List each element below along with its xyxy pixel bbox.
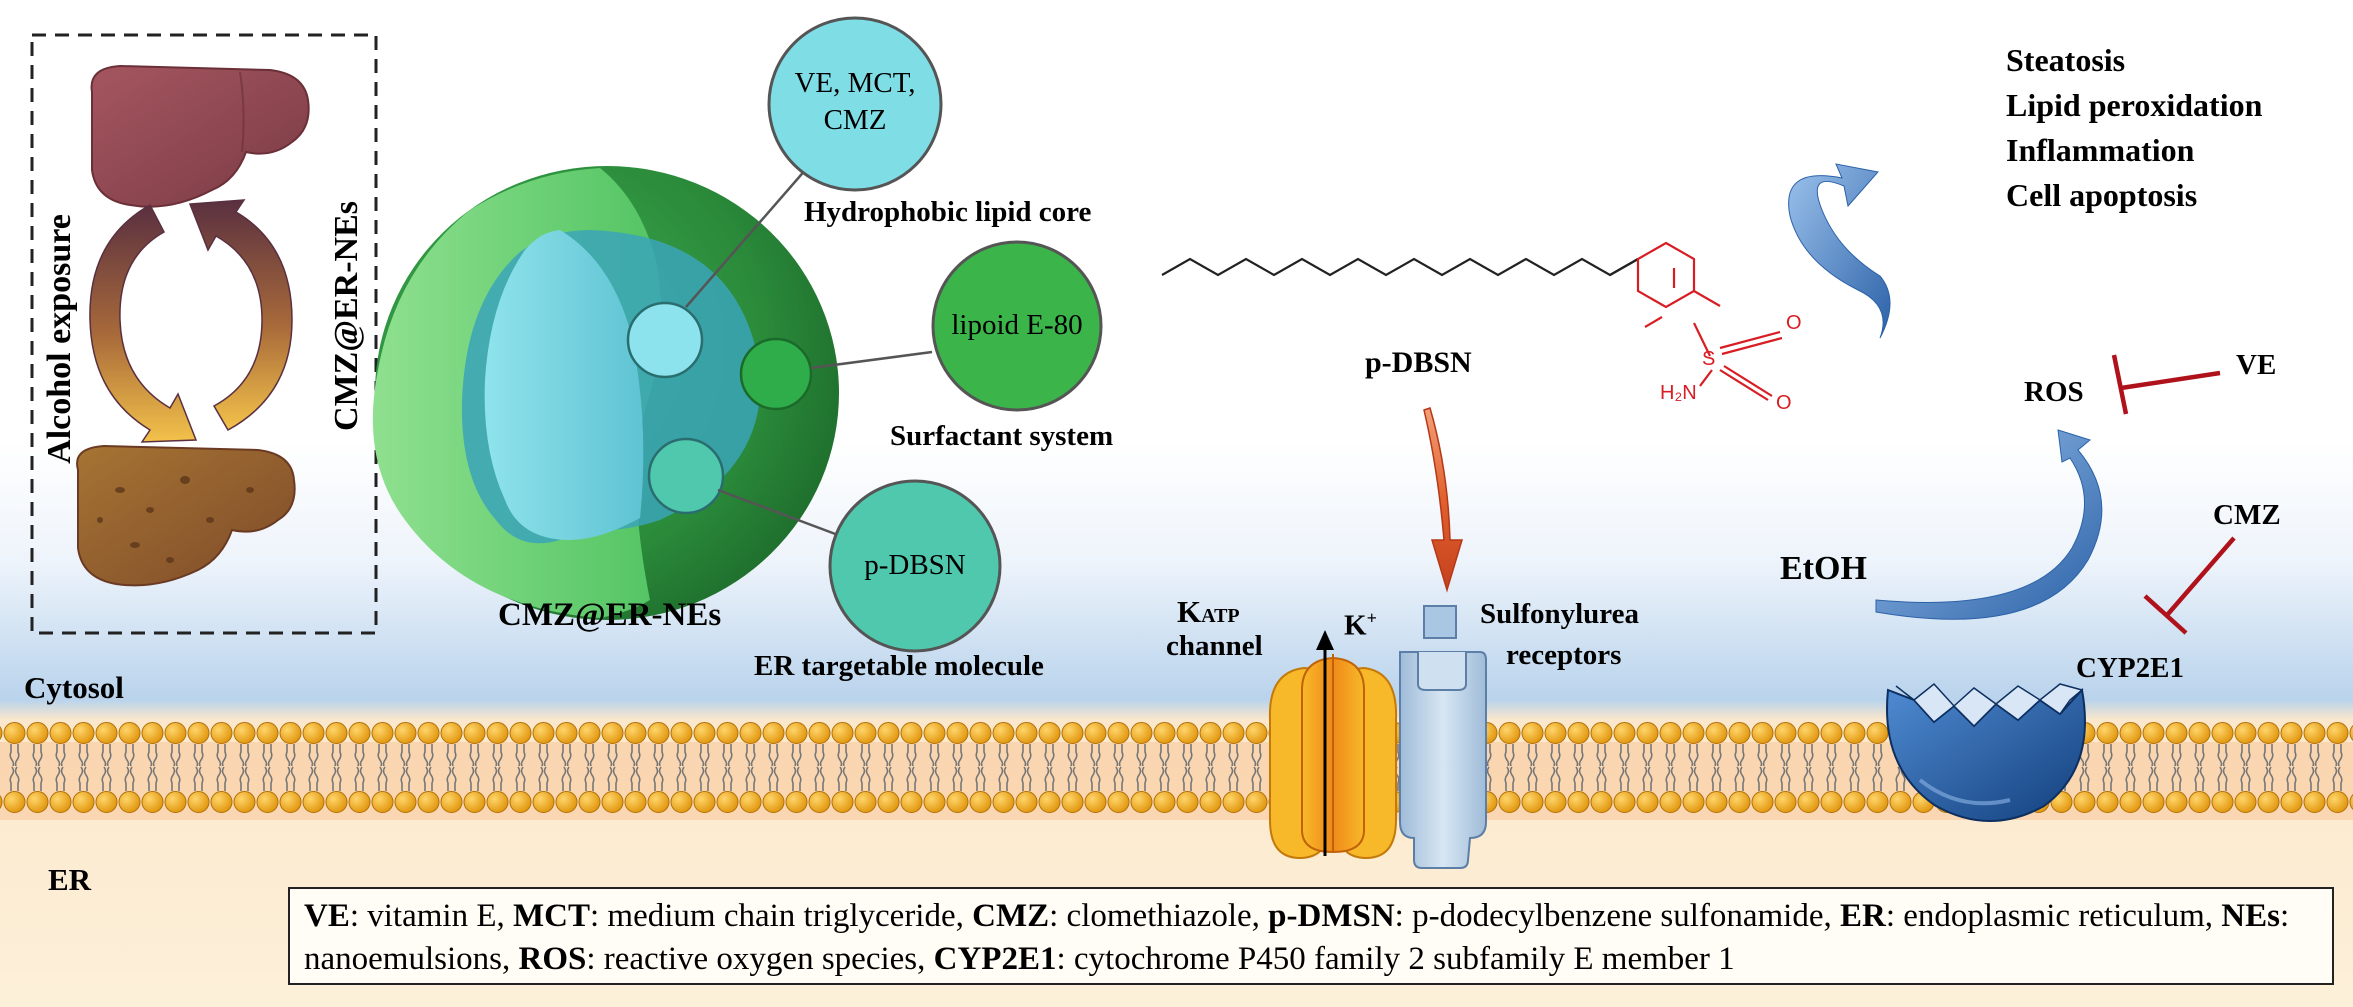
caption-core: Hydrophobic lipid core (804, 196, 1092, 228)
atom-o1: O (1786, 312, 1802, 334)
cytosol-label: Cytosol (24, 670, 124, 705)
outcome-list: Steatosis Lipid peroxidation Inflammatio… (2006, 38, 2262, 218)
c-s-bond (1693, 322, 1711, 357)
s-o-bond-2 (1723, 365, 1773, 397)
liver-panel (30, 33, 378, 635)
alcohol-exposure-arrow-icon (89, 203, 198, 443)
outcome-cell-apoptosis: Cell apoptosis (2006, 177, 2198, 213)
healthy-liver-icon (90, 64, 310, 208)
katp-label-line2: channel (1166, 630, 1263, 662)
outcome-steatosis: Steatosis (2006, 42, 2126, 78)
caption-surfactant: Surfactant system (890, 420, 1114, 452)
ion-label: K+ (1344, 608, 1377, 642)
cyp2e1-enzyme-icon (1886, 682, 2086, 822)
abbreviation-legend: VE: vitamin E, MCT: medium chain triglyc… (288, 887, 2334, 985)
atom-nh2: H₂N (1660, 382, 1697, 404)
s-o-bond-1 (1719, 330, 1781, 350)
outcome-inflammation: Inflammation (2006, 132, 2195, 168)
connector-surfactant (810, 350, 933, 370)
ros-to-outcomes-arrow-icon (1788, 163, 1891, 339)
surfactant-dot (739, 337, 813, 411)
bubble-core-line-2: CMZ (823, 104, 887, 136)
legend-entry: CYP2E1: cytochrome P450 family 2 subfami… (933, 941, 1735, 977)
sulfonylurea-receptor-icon (1399, 605, 1487, 869)
bubble-surfactant-text: lipoid E-80 (951, 309, 1083, 341)
ros-label: ROS (2024, 376, 2084, 408)
cyp2e1-label: CYP2E1 (2076, 652, 2184, 684)
katp-label: KATP (1177, 594, 1240, 629)
er-label: ER (48, 862, 92, 897)
atom-s: S (1702, 348, 1716, 370)
connector-core (685, 159, 815, 308)
cmz-label: CMZ (2213, 499, 2281, 531)
nanoemulsion-name: CMZ@ER-NEs (498, 597, 722, 633)
ligand-cube-icon (1423, 605, 1457, 639)
legend-entry: ER: endoplasmic reticulum, (1840, 898, 2222, 934)
katp-subscript: ATP (1201, 605, 1240, 627)
legend-entry: NEs: nanoemulsions, (304, 898, 2290, 977)
binding-arrow-icon (1423, 407, 1464, 593)
alcohol-exposure-label: Alcohol exposure (41, 214, 78, 464)
etoh-to-ros-arrow-icon (1875, 429, 2103, 620)
bubble-core-text: VE, MCT, CMZ (769, 65, 941, 139)
core-component-dot (626, 301, 704, 379)
legend-entry: CMZ: clomethiazole, (972, 898, 1269, 934)
molecule-name: p-DBSN (1365, 346, 1472, 379)
bubble-core-line-1: VE, MCT, (794, 67, 916, 99)
s-n-bond (1699, 369, 1713, 387)
liver-damage-spots (97, 476, 254, 563)
ve-label: VE (2236, 349, 2277, 381)
outcome-lipid-peroxidation: Lipid peroxidation (2006, 87, 2263, 123)
benzene-ring-icon (1636, 241, 1721, 328)
cmz-inhibition-icon (2143, 536, 2236, 635)
legend-entry: MCT: medium chain triglyceride, (513, 898, 973, 934)
bubble-surfactant (931, 240, 1103, 412)
legend-entry: p-DMSN: p-dodecylbenzene sulfonamide, (1268, 898, 1840, 934)
treatment-arrow-icon (188, 199, 293, 432)
receptor-label-line2: receptors (1506, 639, 1622, 671)
damaged-liver-icon (76, 444, 296, 587)
treatment-label: CMZ@ER-NEs (328, 201, 365, 431)
targeting-molecule-dot (647, 437, 725, 515)
bubble-targeting-text: p-DBSN (864, 549, 966, 581)
atom-o2: O (1776, 392, 1792, 414)
alkyl-chain (1161, 257, 1639, 277)
katp-channel-icon (1268, 630, 1398, 860)
caption-targeting: ER targetable molecule (754, 650, 1044, 682)
receptor-label-line1: Sulfonylurea (1480, 598, 1640, 630)
p-dbsn-structure (1161, 241, 1783, 401)
legend-entry: ROS: reactive oxygen species, (518, 941, 934, 977)
legend-entry: VE: vitamin E, (304, 898, 513, 934)
nanoemulsion-particle (372, 166, 839, 620)
ve-inhibition-icon (2111, 354, 2221, 415)
bubble-core-components (767, 16, 943, 192)
hydrophobic-lipid-core (484, 230, 644, 540)
etoh-label: EtOH (1780, 550, 1867, 587)
connector-targeting (717, 488, 839, 537)
bubble-targeting-molecule (828, 479, 1002, 653)
liver-panel-border (30, 33, 378, 635)
